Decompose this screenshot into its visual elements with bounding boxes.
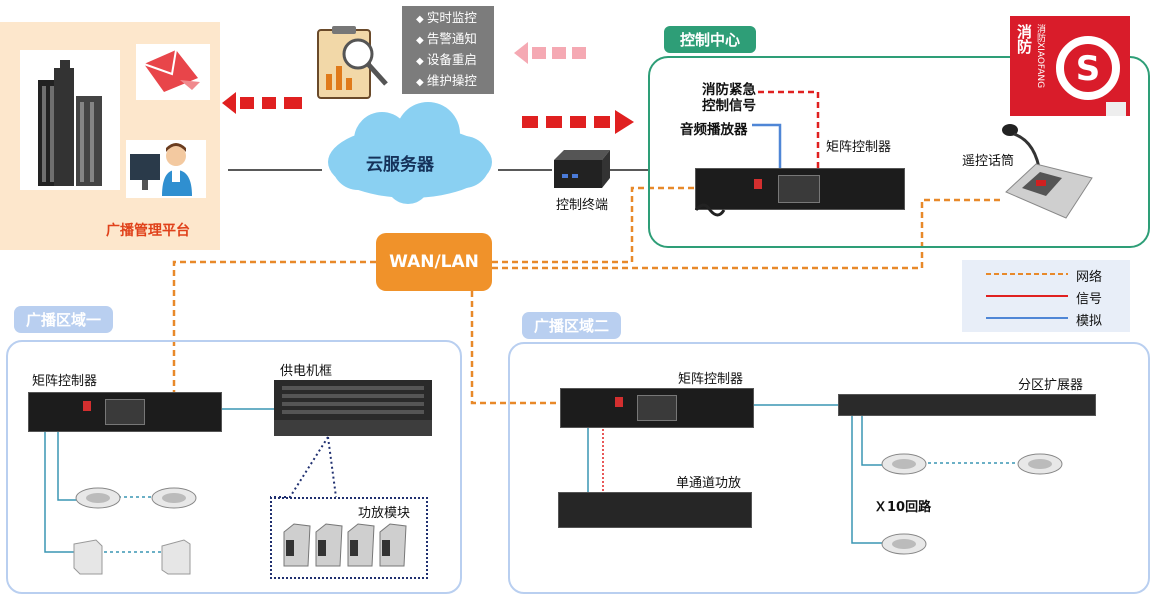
fire-signal-line1: 消防紧急 [702, 82, 756, 98]
control-center-title: 控制中心 [664, 26, 757, 53]
zone1-power-frame-label: 供电机框 [280, 364, 333, 379]
fire-logo-sub: 消防XIAOFANG [1035, 24, 1045, 89]
amp-modules-icon [283, 523, 407, 567]
cloud-icon [328, 102, 492, 204]
zone1-amp-module-label: 功放模块 [358, 506, 411, 521]
feature-item: 设备重启 [402, 50, 494, 71]
cloud-label: 云服务器 [366, 155, 434, 175]
cc-matrix-label: 矩阵控制器 [826, 140, 892, 155]
mail-icon [136, 44, 210, 100]
single-channel-amp [558, 492, 752, 528]
zone2-single-amp-label: 单通道功放 [676, 476, 742, 491]
zone1-title: 广播区域一 [14, 306, 114, 333]
net-wan-zone2 [470, 291, 560, 405]
net-wan-mic [492, 198, 1004, 270]
ceiling-speaker-icon [881, 533, 927, 555]
zone1-matrix-label: 矩阵控制器 [32, 374, 98, 389]
legend-label-analog: 模拟 [1076, 314, 1103, 329]
legend: 网络 信号 模拟 [962, 260, 1130, 332]
zone2-title: 广播区域二 [522, 312, 622, 339]
power-frame-icon [274, 380, 432, 436]
net-wan-zone1 [172, 260, 376, 395]
wall-speaker-icon [161, 539, 191, 575]
zone2-x10-label: Ｘ10回路 [874, 500, 932, 515]
analog-audio [752, 123, 782, 168]
feature-item: 维护操控 [402, 71, 494, 92]
operator-icon [126, 140, 206, 198]
wan-lan-node: WAN/LAN [376, 233, 492, 291]
feature-item: 告警通知 [402, 29, 494, 50]
zone-expander [838, 394, 1096, 416]
ceiling-speaker-icon [881, 453, 927, 475]
fire-logo: S [1010, 16, 1130, 116]
zone2-expander-label: 分区扩展器 [1018, 378, 1084, 393]
svg-text:S: S [1076, 49, 1101, 89]
zone2-box [508, 342, 1150, 594]
platform-label: 广播管理平台 [106, 223, 190, 239]
audio-player-label: 音频播放器 [680, 122, 748, 138]
fire-signal-line2: 控制信号 [702, 98, 756, 114]
legend-label-network: 网络 [1076, 270, 1103, 285]
zone2-matrix-label: 矩阵控制器 [678, 372, 744, 387]
terminal-icon [554, 150, 610, 188]
terminal-label: 控制终端 [556, 198, 609, 213]
amp-module-callout [270, 497, 428, 579]
cable-coil [694, 203, 726, 217]
signal-fire [758, 90, 820, 168]
ceiling-speaker-icon [75, 487, 121, 509]
remote-mic-label: 遥控话筒 [962, 154, 1015, 169]
feature-item: 实时监控 [402, 8, 494, 29]
ceiling-speaker-icon [1017, 453, 1063, 475]
zone2-matrix-controller [560, 388, 754, 428]
net-wan-terminal [492, 186, 695, 264]
fire-logo-text: 消防 [1015, 24, 1033, 54]
control-center-box [648, 56, 1150, 248]
ceiling-speaker-icon [151, 487, 197, 509]
feature-list: 实时监控 告警通知 设备重启 维护操控 [402, 6, 494, 94]
remote-mic-icon [1002, 124, 1093, 219]
report-icon [317, 26, 388, 99]
building-icon [20, 50, 120, 190]
zone1-box [6, 340, 462, 594]
cc-matrix-controller [695, 168, 905, 210]
zone1-matrix-controller [28, 392, 222, 432]
wall-speaker-icon [73, 539, 103, 575]
legend-label-signal: 信号 [1076, 292, 1103, 307]
